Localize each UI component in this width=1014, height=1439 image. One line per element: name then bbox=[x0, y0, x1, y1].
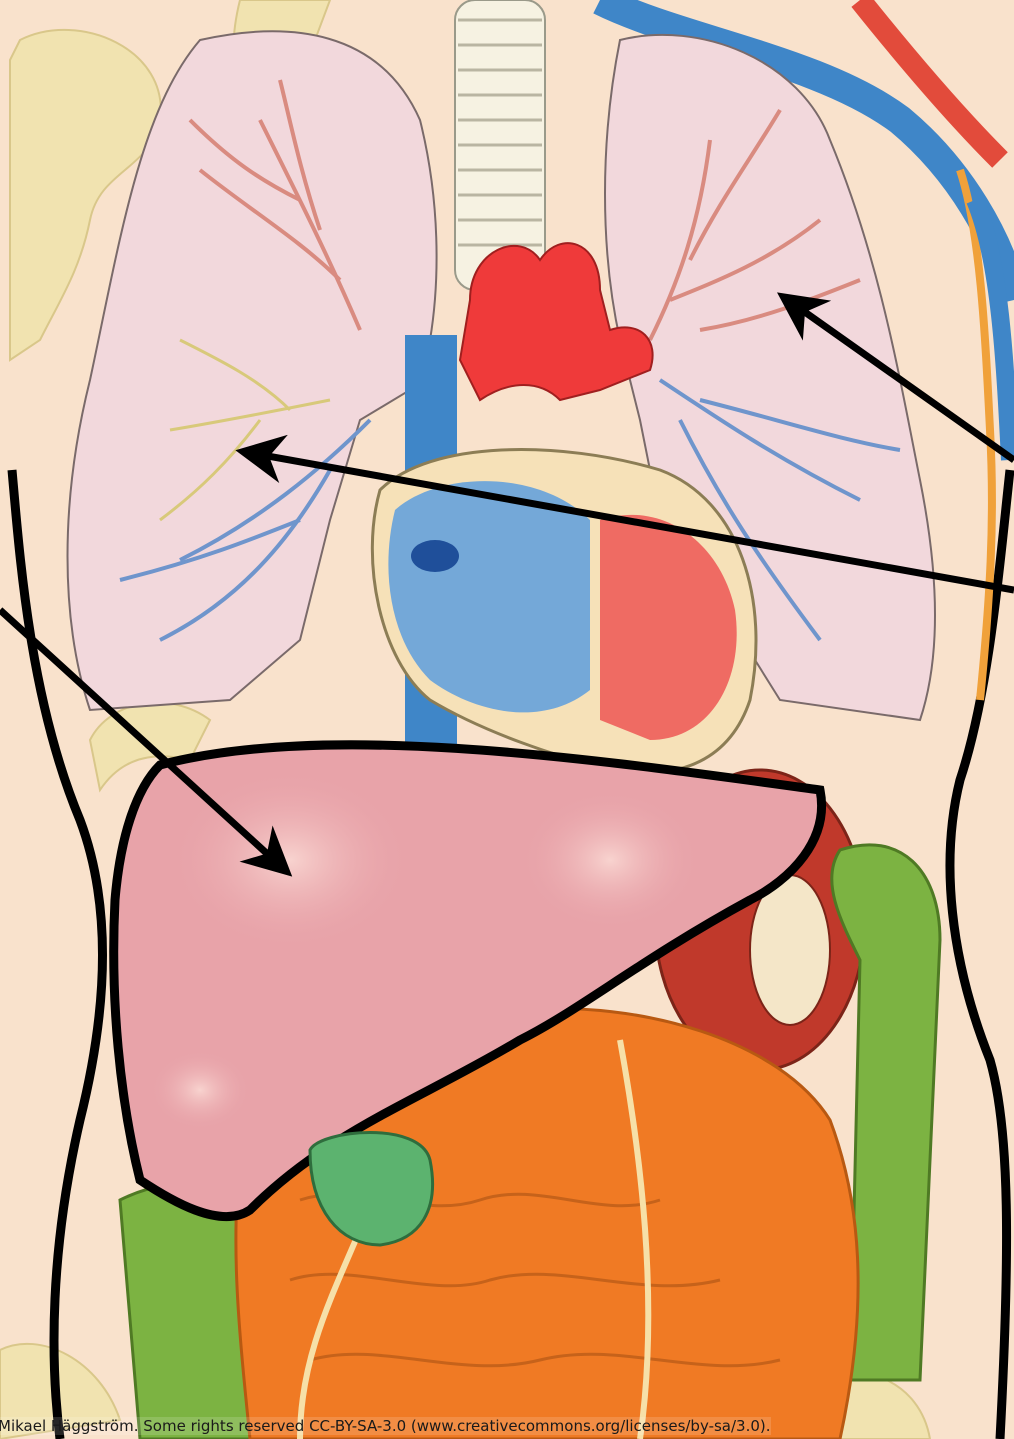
trachea bbox=[455, 0, 545, 290]
attribution-caption: Mikael Häggström. Some rights reserved C… bbox=[0, 1417, 771, 1435]
